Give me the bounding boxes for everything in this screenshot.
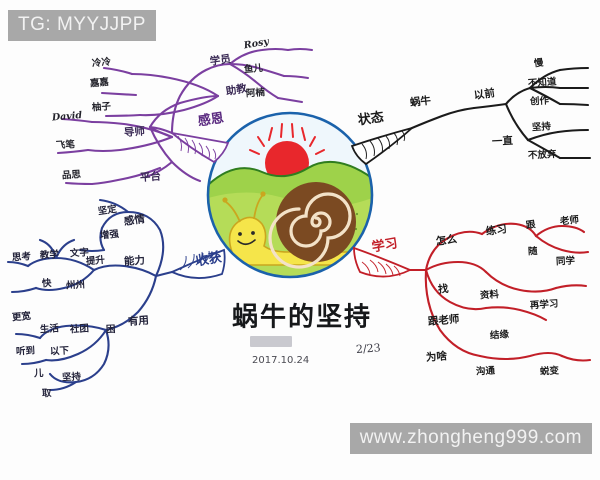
branch-gratitude[interactable]: 感恩 助教 导师 平台 冷冷 嘉嘉 柚子 David 飞笔 品思 [51,55,249,186]
node-label-how: 怎么 [435,232,458,248]
leaf-label-feibi: 飞笔 [56,138,76,151]
leaf-label-improve: 提升 [85,254,105,268]
center-circle-outline [206,111,374,279]
node-label-useful: 有用 [128,314,150,328]
leaf-label-writing: 文字 [69,246,90,259]
leaf-label-firm: 坚定 [97,203,118,218]
leaf-label-stronger: 增强 [99,228,119,242]
node-label-platform: 平台 [140,170,162,184]
leaf-label-classmate: 同学 [556,254,576,267]
leaf-label-transform: 蜕变 [540,364,560,377]
node-label-why: 为啥 [425,349,448,364]
leaf-label-fast: 快 [42,277,53,290]
page-title: 蜗牛的坚持 [232,302,372,333]
snail-antenna-right [253,195,263,220]
leaf-label-zhouzhou: 州州 [65,280,86,292]
leaf-label-dont-know: 不知道 [528,75,558,89]
node-label-with: 随 [528,245,539,258]
node-label-snail: 蜗牛 [409,94,432,109]
wave-connectors [168,127,413,279]
leaf-label-never-give-up: 不放弃 [528,148,558,162]
branch-state[interactable]: 状态 蜗牛 以前 一直 慢 不知道 创作 坚持 不放弃 [357,56,592,162]
leaf-label-relearn: 再学习 [530,298,559,312]
snail-shell [276,182,356,262]
leaf-label-pinsi: 品思 [62,169,82,181]
sun-rays [249,123,325,155]
leaf-label-thinking: 思考 [12,250,32,263]
leaf-label-heard: 听到 [16,345,36,358]
leaf-label-teaching: 教学 [39,248,60,261]
node-label-before: 以前 [473,86,496,102]
node-label-follow: 跟 [525,219,536,231]
snail-antenna-tip-right [260,191,266,197]
leaf-label-stuck: 困 [106,324,116,335]
center-illustration [206,111,374,279]
leaf-label-life: 生活 [40,322,60,335]
node-label-mentor: 导师 [124,125,146,139]
leaf-label-persist: 坚持 [532,120,552,133]
wave-connector-learning [353,246,413,278]
smudge-mark [250,336,292,347]
watermark-telegram: TG: MYYJJPP [8,10,156,41]
wave-connector-gratitude [168,131,230,164]
leaf-label-rosy: Rosy [242,36,271,52]
wave-connector-harvest [169,248,226,279]
node-label-find: 找 [437,282,449,296]
leaf-label-teacher: 老师 [558,213,580,227]
node-label-students: 学员 [209,52,232,68]
date-label: 2017.10.24 [252,355,309,366]
node-label-always: 一直 [492,134,514,148]
page-number: 2/23 [356,341,382,356]
shell-spiral [268,192,352,269]
node-label-with-teacher: 跟老师 [427,312,460,328]
branch-classmates[interactable]: 学员 Rosy 鱼儿 阿楠 [170,36,314,135]
leaf-label-youzi: 柚子 [92,100,112,113]
node-label-feelings: 感情 [123,212,146,228]
branch-label-state: 状态 [357,109,385,128]
leaf-label-communicate: 沟通 [476,364,496,377]
branch-label-harvest: 收获 [195,249,223,269]
hill-outline [208,161,372,186]
branch-learning[interactable]: 学习 怎么 练习 跟 老师 随 同学 找 资料 再学习 跟老师 结缘 为啥 沟通… [371,213,592,377]
node-label-ability: 能力 [124,254,146,268]
leaf-label-jiajia: 嘉嘉 [88,76,109,90]
leaf-label-david: David [51,110,83,124]
center-text-block: 蜗牛的坚持 2017.10.24 2/23 [232,302,381,367]
snail-antenna-left [225,201,241,223]
branch-harvest[interactable]: 收获 感情 能力 有用 坚定 增强 提升 快 州州 思考 教学 文字 社团 困 … [6,198,223,400]
leaf-label-material: 资料 [480,288,500,301]
wave-connector-state [350,127,413,166]
watermark-website: www.zhongheng999.com [349,423,592,454]
leaf-label-bond: 结缘 [489,328,510,341]
leaf-label-persist2: 坚持 [62,370,82,383]
leaf-label-yuer: 鱼儿 [243,62,263,76]
branch-label-gratitude: 感恩 [197,110,225,129]
leaf-label-lenglen: 冷冷 [91,55,112,69]
branch-label-learning: 学习 [371,235,399,255]
leaf-label-take: 取 [42,388,53,400]
node-label-practice: 练习 [485,222,508,238]
leaf-label-slow: 慢 [533,56,544,69]
leaf-label-anan: 阿楠 [246,86,266,99]
snail-antenna-tip-left [222,197,228,203]
leaf-label-create: 创作 [529,94,550,107]
leaf-label-er: 儿 [33,368,45,380]
leaf-label-wider: 更宽 [11,310,31,324]
leaf-label-club: 社团 [69,322,90,335]
snail-face [237,231,256,246]
leaf-label-below: 以下 [50,345,70,357]
node-label-assistant: 助教 [225,81,248,98]
